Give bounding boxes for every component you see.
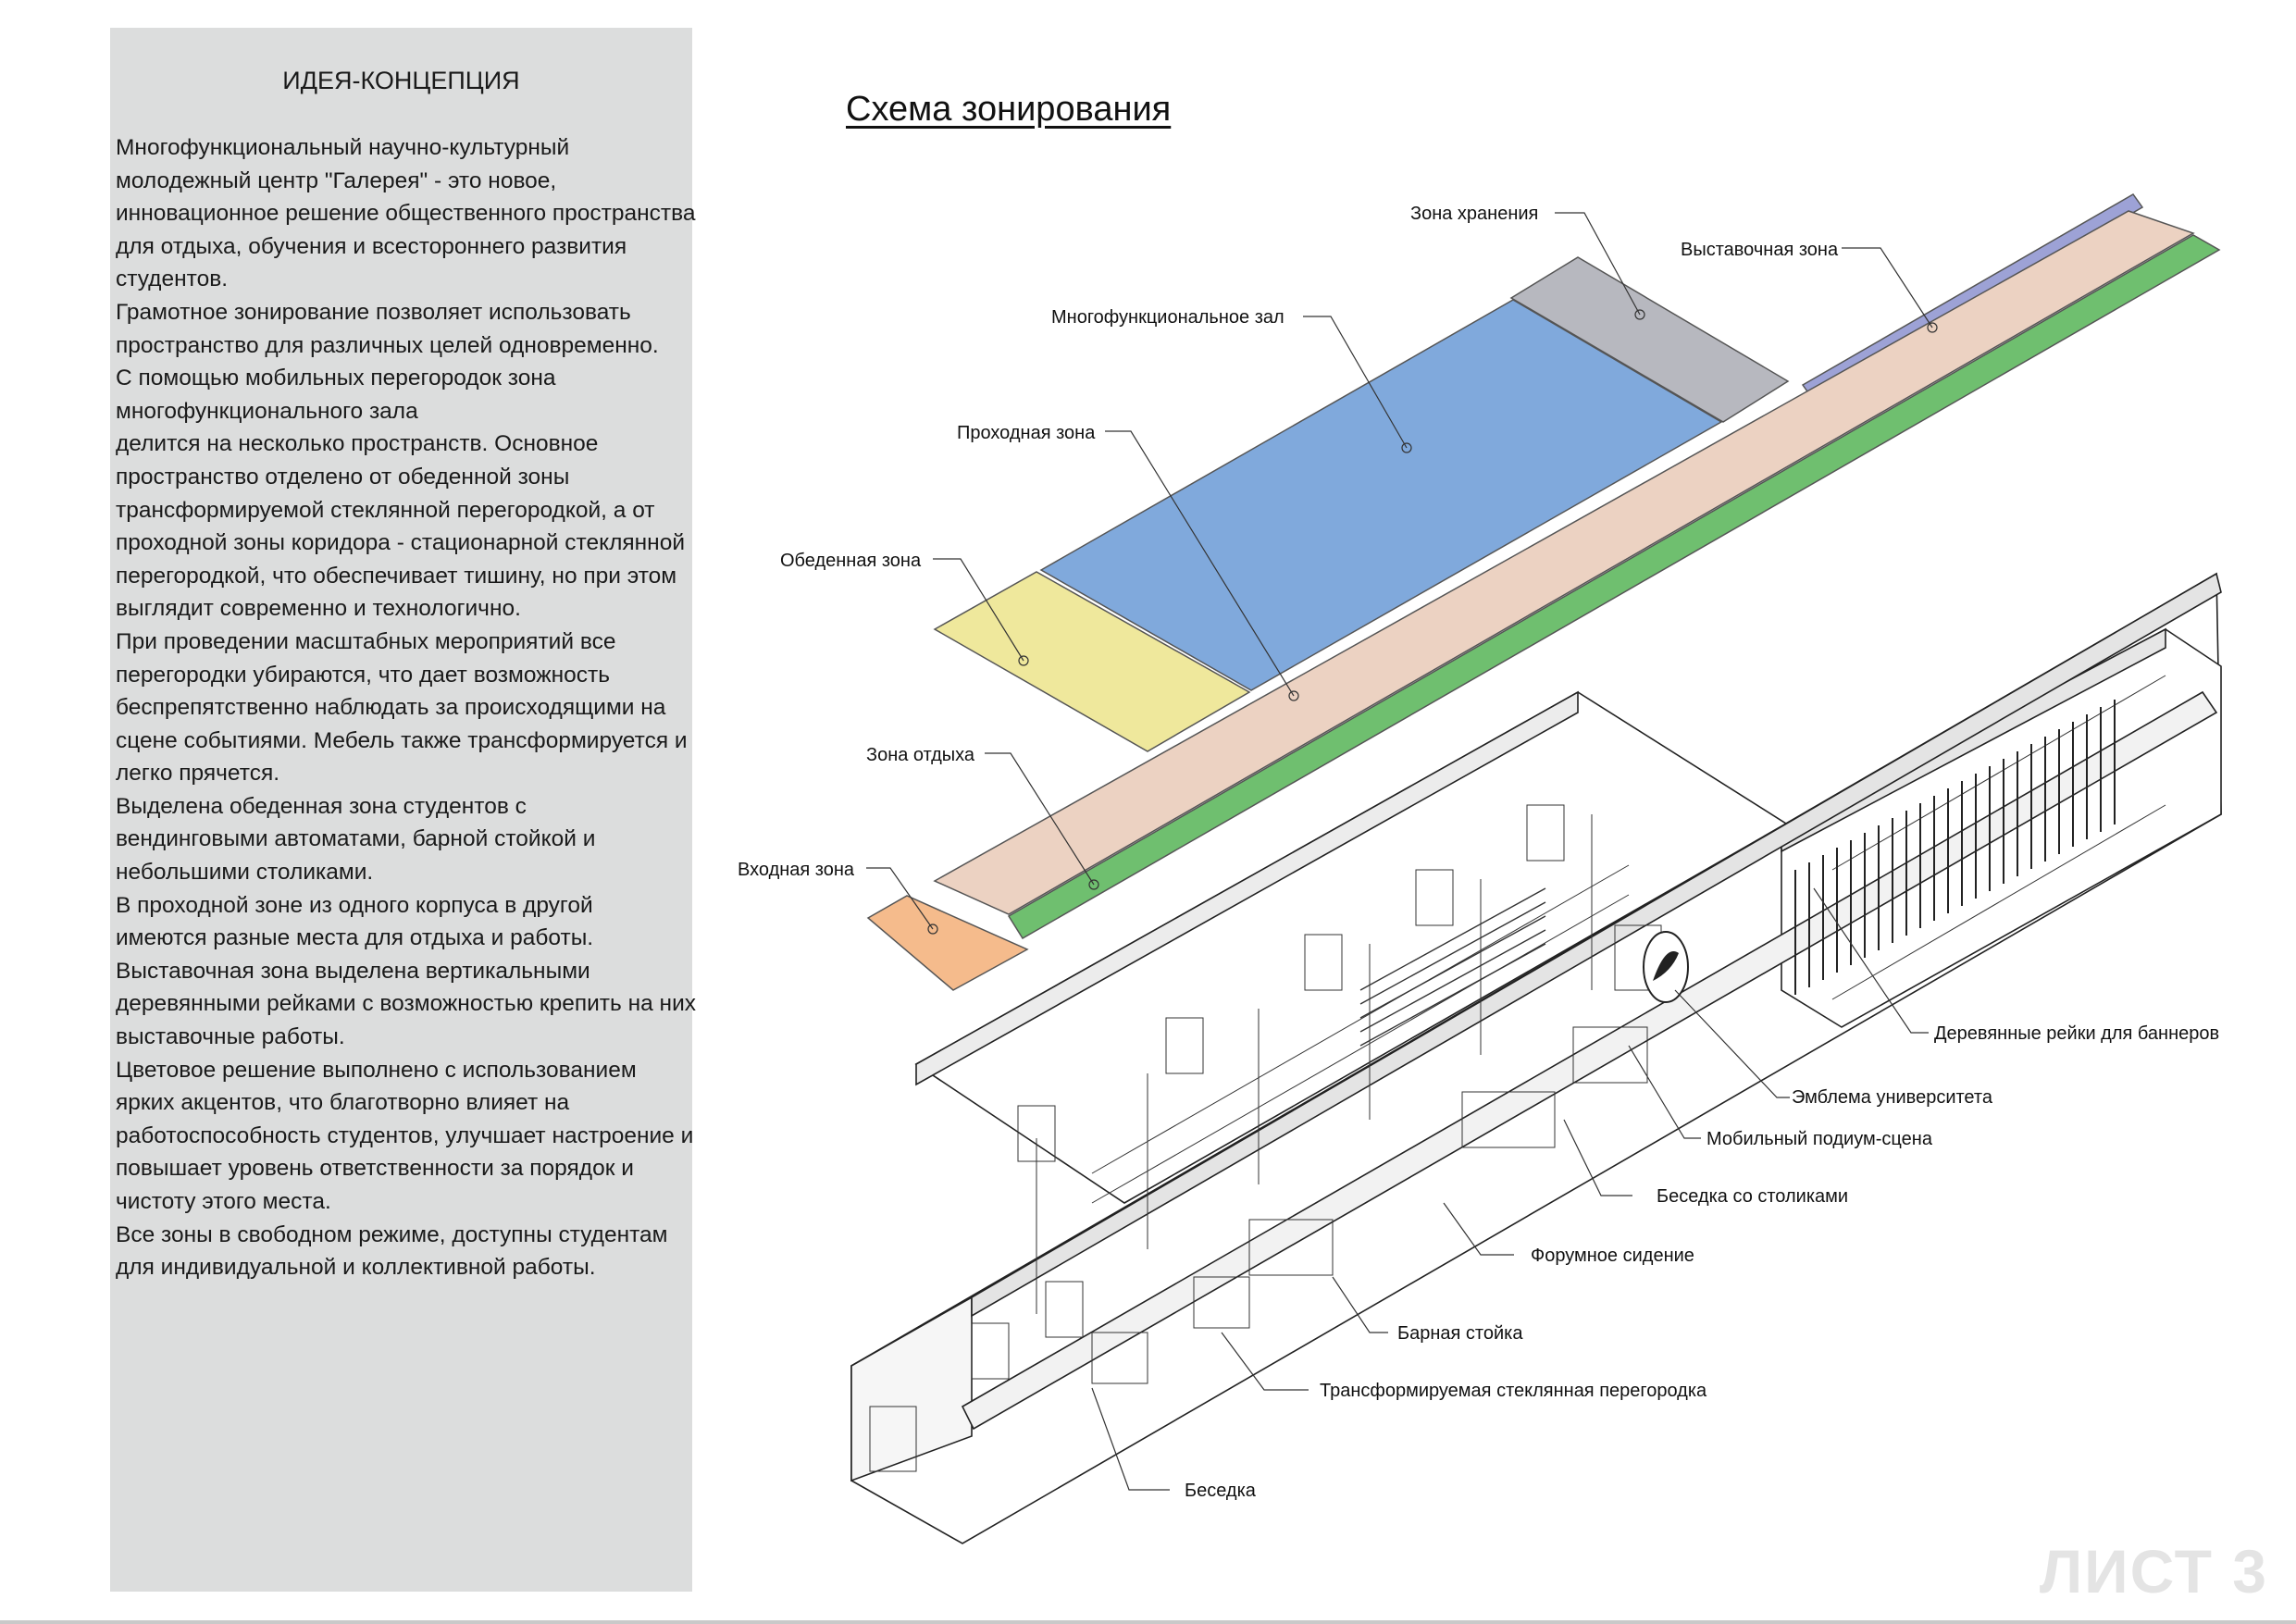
label-glass: Трансформируемая стеклянная перегородка bbox=[1320, 1381, 1707, 1401]
concept-line: для индивидуальной и коллективной работы… bbox=[116, 1255, 596, 1281]
concept-line: Все зоны в свободном режиме, доступны ст… bbox=[116, 1221, 668, 1247]
concept-line: пространство отделено от обеденной зоны bbox=[116, 464, 570, 490]
label-dining: Обеденная зона bbox=[780, 551, 922, 571]
concept-line: сцене событиями. Мебель также трансформи… bbox=[116, 727, 688, 753]
label-podium: Мобильный подиум-сцена bbox=[1706, 1129, 1933, 1149]
zone-labels: Зона хранения Выставочная зона Многофунк… bbox=[738, 204, 1839, 880]
concept-line: небольшими столиками. bbox=[116, 860, 374, 886]
label-storage: Зона хранения bbox=[1410, 204, 1538, 224]
callout-labels: Деревянные рейки для баннеров Эмблема ун… bbox=[1185, 1023, 2219, 1501]
label-emblem: Эмблема университета bbox=[1792, 1087, 1993, 1108]
concept-line: беспрепятственно наблюдать за происходящ… bbox=[116, 695, 666, 721]
concept-line: Грамотное зонирование позволяет использо… bbox=[116, 299, 631, 325]
concept-line: повышает уровень ответственности за поря… bbox=[116, 1156, 634, 1182]
zone-storage bbox=[1509, 256, 1790, 423]
concept-line: Выделена обеденная зона студентов с bbox=[116, 793, 527, 819]
concept-line: деревянными рейками с возможностью крепи… bbox=[116, 991, 697, 1017]
scheme-title: Схема зонирования bbox=[846, 90, 1172, 129]
concept-line: молодежный центр "Галерея" - это новое, bbox=[116, 167, 557, 193]
concept-line: студентов. bbox=[116, 267, 229, 292]
concept-line: вендинговыми автоматами, барной стойкой … bbox=[116, 826, 596, 852]
concept-line: делится на несколько пространств. Основн… bbox=[116, 431, 599, 457]
label-passage: Проходная зона bbox=[957, 423, 1096, 443]
concept-line: легко прячется. bbox=[116, 761, 280, 787]
concept-line: трансформируемой стеклянной перегородкой… bbox=[116, 497, 655, 523]
label-slats: Деревянные рейки для баннеров bbox=[1934, 1023, 2219, 1044]
concept-line: Выставочная зона выделена вертикальными bbox=[116, 958, 590, 984]
concept-line: имеются разные места для отдыха и работы… bbox=[116, 925, 594, 951]
concept-line: инновационное решение общественного прос… bbox=[116, 201, 696, 227]
concept-line: перегородкой, что обеспечивает тишину, н… bbox=[116, 563, 677, 589]
concept-line: выглядит современно и технологично. bbox=[116, 596, 521, 622]
callout-leaders bbox=[1091, 887, 1929, 1491]
concept-line: проходной зоны коридора - стационарной с… bbox=[116, 530, 686, 556]
label-hall: Многофункциональное зал bbox=[1051, 307, 1285, 328]
university-emblem bbox=[1643, 931, 1689, 1003]
label-gazebo: Беседка bbox=[1185, 1481, 1257, 1501]
sheet-number: ЛИСТ 3 bbox=[2039, 1537, 2268, 1605]
page-frame-bottom bbox=[0, 1620, 2296, 1624]
concept-line: выставочные работы. bbox=[116, 1024, 345, 1050]
zone-passage bbox=[933, 210, 2195, 915]
zone-hall bbox=[1039, 299, 1723, 691]
zone-leaders bbox=[866, 212, 1938, 935]
concept-text: Многофункциональный научно-культурный мол… bbox=[116, 131, 697, 1284]
concept-line: С помощью мобильных перегородок зона bbox=[116, 366, 556, 391]
concept-line: работоспособность студентов, улучшает на… bbox=[116, 1122, 694, 1148]
zone-entrance bbox=[866, 895, 1029, 991]
concept-title: ИДЕЯ-КОНЦЕПЦИЯ bbox=[282, 67, 520, 94]
concept-line: перегородки убираются, что дает возможно… bbox=[116, 662, 610, 688]
label-gazebo-tables: Беседка со столиками bbox=[1657, 1186, 1848, 1207]
concept-line: пространство для различных целей одновре… bbox=[116, 332, 659, 358]
building-details bbox=[869, 675, 2166, 1472]
concept-line: Цветовое решение выполнено с использован… bbox=[116, 1057, 637, 1083]
concept-line: чистоту этого места. bbox=[116, 1189, 331, 1214]
label-entrance: Входная зона bbox=[738, 860, 855, 880]
label-rest: Зона отдыха bbox=[866, 745, 975, 765]
concept-line: ярких акцентов, что благотворно влияет н… bbox=[116, 1090, 570, 1116]
wooden-slats bbox=[1794, 700, 2116, 995]
concept-line: многофункционального зала bbox=[116, 398, 418, 424]
label-forum: Форумное сидение bbox=[1531, 1246, 1694, 1266]
label-exhibition: Выставочная зона bbox=[1681, 240, 1839, 260]
zone-rest bbox=[1007, 234, 2221, 940]
concept-line: В проходной зоне из одного корпуса в дру… bbox=[116, 892, 593, 918]
concept-panel: ИДЕЯ-КОНЦЕПЦИЯ Многофункциональный научн… bbox=[110, 28, 697, 1592]
concept-line: для отдыха, обучения и всестороннего раз… bbox=[116, 233, 627, 259]
zoning-plan bbox=[866, 193, 2221, 991]
concept-line: При проведении масштабных мероприятий вс… bbox=[116, 628, 616, 654]
auditorium-seating bbox=[1359, 887, 1546, 1047]
label-bar: Барная стойка bbox=[1397, 1323, 1523, 1344]
zone-dining bbox=[933, 571, 1251, 752]
concept-line: Многофункциональный научно-культурный bbox=[116, 135, 570, 160]
building-axonometry bbox=[850, 572, 2222, 1544]
